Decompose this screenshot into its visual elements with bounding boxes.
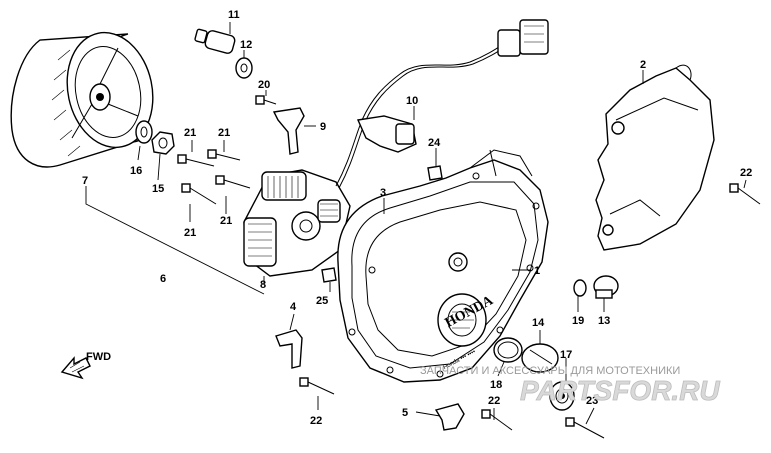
o-ring-18	[493, 337, 523, 363]
watermark-tagline: ЗАПЧАСТИ И АКСЕССУАРЫ ДЛЯ МОТОТЕХНИКИ	[420, 365, 680, 377]
sprocket-cover	[595, 64, 715, 251]
callout-14: 14	[532, 317, 545, 329]
callout-15: 15	[152, 183, 164, 195]
callout-24: 24	[428, 137, 441, 149]
leader-lines	[85, 22, 747, 425]
stator-assembly	[243, 169, 351, 277]
callout-3: 3	[380, 187, 386, 199]
fwd-label: FWD	[86, 351, 111, 363]
callout-5: 5	[402, 407, 408, 419]
callout-7: 7	[82, 175, 88, 187]
dowel-24	[427, 165, 443, 181]
callout-22-right: 22	[740, 167, 752, 179]
callout-25: 25	[316, 295, 328, 307]
fwd-arrow-icon	[60, 356, 91, 380]
watermark: PARTSFOR.RU ЗАПЧАСТИ И АКСЕССУАРЫ ДЛЯ МО…	[420, 365, 721, 406]
timing-hole-cap-13	[593, 275, 619, 299]
dowel-25	[321, 267, 337, 283]
callout-17: 17	[560, 349, 572, 361]
left-crankcase-cover: HONDA Honda ••• ••••	[337, 149, 549, 383]
wire-clamp-9	[272, 107, 305, 155]
callout-numbers: 11 12 20 9 10 24 3 1 2 21 21 21 21 16 15…	[82, 9, 752, 427]
bolt-21b	[177, 154, 215, 167]
callout-21-d: 21	[220, 215, 232, 227]
bolt-23	[565, 417, 605, 439]
watermark-brand: PARTSFOR.RU	[520, 375, 720, 406]
bolt-22-left	[299, 377, 335, 395]
callout-1: 1	[534, 265, 540, 277]
callout-20: 20	[258, 79, 270, 91]
callout-22-left: 22	[310, 415, 322, 427]
connector-11	[194, 28, 236, 54]
callout-19: 19	[572, 315, 584, 327]
bolt-22-mid	[481, 409, 513, 431]
callout-16: 16	[130, 165, 142, 177]
bolt-21d	[181, 183, 217, 205]
callout-22-mid: 22	[488, 395, 500, 407]
bolt-22-right	[729, 183, 761, 205]
cable-guide-4	[275, 329, 303, 369]
washer-16	[135, 120, 153, 144]
cable-guide-5	[434, 403, 465, 431]
grommet-12	[235, 57, 253, 79]
callout-18: 18	[490, 379, 502, 391]
bolt-21c	[215, 175, 251, 189]
callout-6: 6	[160, 273, 166, 285]
callout-2: 2	[640, 59, 646, 71]
nut-15	[151, 131, 175, 155]
callout-4: 4	[290, 301, 297, 313]
bolt-20	[255, 95, 277, 105]
callout-23: 23	[586, 395, 598, 407]
callout-11: 11	[228, 9, 240, 21]
callout-13: 13	[598, 315, 610, 327]
oil-seal-17	[549, 381, 575, 411]
flywheel-rotor	[10, 31, 154, 168]
grommet-10	[356, 115, 417, 153]
bolt-21a	[207, 149, 241, 161]
callout-10: 10	[406, 95, 418, 107]
wire-harness	[335, 19, 549, 189]
callout-9: 9	[320, 121, 326, 133]
callout-8: 8	[260, 279, 266, 291]
callout-21-a: 21	[184, 127, 196, 139]
callout-21-c: 21	[184, 227, 196, 239]
o-ring-19	[573, 279, 587, 297]
forward-direction-indicator: FWD	[60, 351, 111, 380]
callout-12: 12	[240, 39, 252, 51]
callout-21-b: 21	[218, 127, 230, 139]
